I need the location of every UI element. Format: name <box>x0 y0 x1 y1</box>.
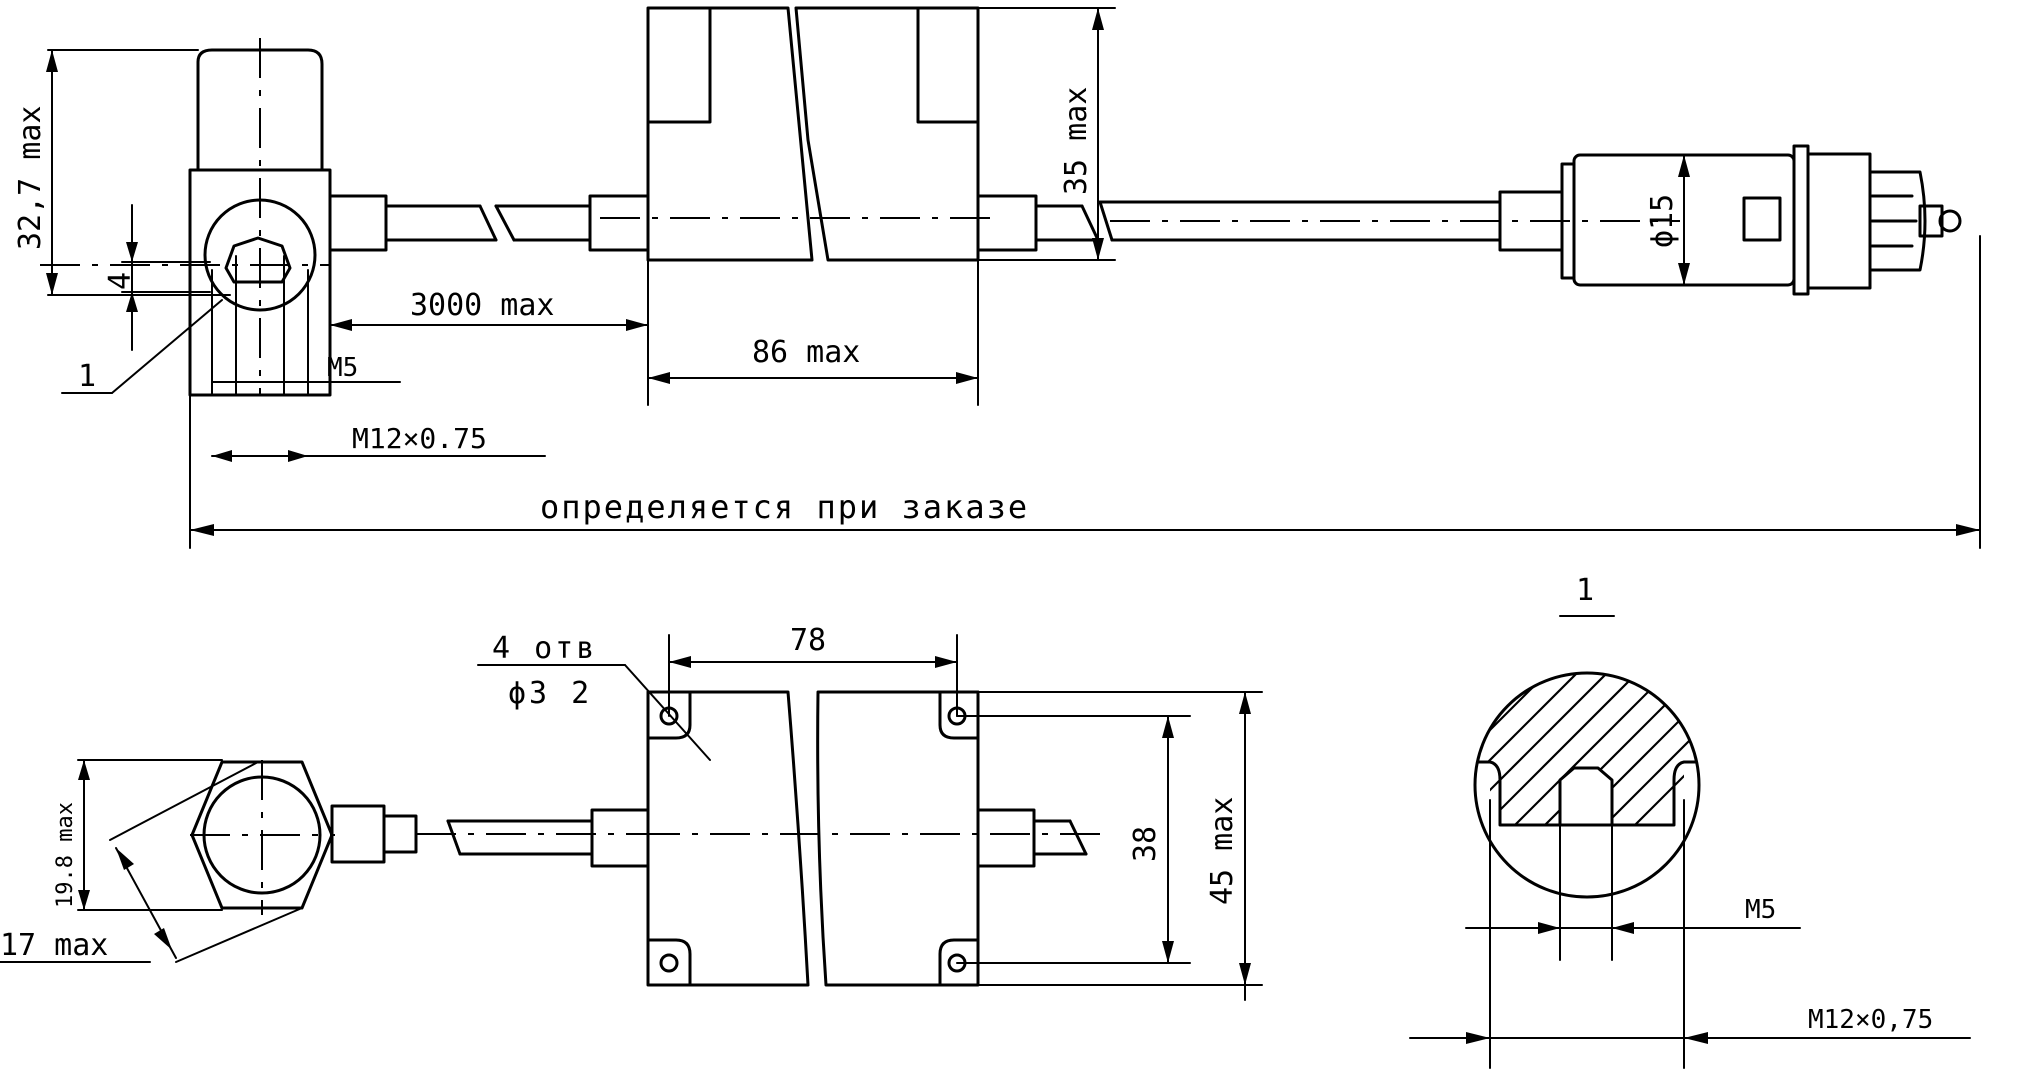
detail-1-section: 1 <box>1473 573 1701 899</box>
label-body-86: 86 max <box>752 335 860 370</box>
label-m5-top: M5 <box>327 353 358 383</box>
dim-body-86: 86 max <box>647 259 979 406</box>
label-leader-1: 1 <box>78 359 96 394</box>
connector-side-view <box>1098 144 1962 296</box>
label-45: 45 max <box>1205 797 1240 905</box>
sensor-head-side-view <box>40 38 498 397</box>
dim-m5-top: M5 <box>211 353 401 383</box>
label-dia-15: ϕ15 <box>1645 194 1680 248</box>
label-holes-dia: ϕ3 2 <box>508 676 592 711</box>
dim-overall-length: определяется при заказе <box>189 235 1981 549</box>
label-hole-pitch-78: 78 <box>790 623 826 658</box>
leader-1: 1 <box>61 299 223 394</box>
dim-hole-pitch-78: 78 <box>668 623 958 717</box>
label-holes-count: 4 отв <box>492 631 597 666</box>
label-dim-4: 4 <box>103 272 138 290</box>
dim-dia-15: ϕ15 <box>1645 154 1690 286</box>
hatched-material <box>1475 673 1699 825</box>
label-cable-3000: 3000 max <box>410 288 555 323</box>
label-height-32-7: 32,7 max <box>13 106 48 251</box>
label-m5-detail: M5 <box>1745 895 1776 925</box>
label-hex-17: 17 max <box>0 928 108 963</box>
electronics-box-top-view <box>494 6 1100 262</box>
sensor-hex-end-view <box>190 760 640 915</box>
dim-m12-detail: M12×0,75 <box>1409 799 1971 1069</box>
label-overall-length: определяется при заказе <box>540 488 1029 526</box>
dim-m12-top: M12×0.75 <box>211 422 546 462</box>
dim-cable-3000: 3000 max <box>329 288 649 331</box>
dim-38: 38 <box>956 715 1191 964</box>
label-hex-19-8: 19.8 max <box>53 802 78 908</box>
label-m12-detail: M12×0,75 <box>1808 1005 1933 1035</box>
dim-height-32-7: 32,7 max <box>13 49 231 296</box>
electronics-box-front-view <box>446 690 1110 987</box>
dim-height-35: 35 max <box>977 7 1116 261</box>
label-m12-top: M12×0.75 <box>352 422 487 455</box>
label-height-35: 35 max <box>1059 87 1094 195</box>
label-38: 38 <box>1128 826 1163 862</box>
leader-holes: 4 отв ϕ3 2 <box>477 631 711 761</box>
label-detail-1: 1 <box>1576 573 1594 608</box>
dim-4: 4 <box>103 204 211 351</box>
dim-45: 45 max <box>977 691 1263 1001</box>
dim-hex-17: 17 max <box>0 761 303 963</box>
dim-m5-detail: M5 <box>1465 894 1801 961</box>
